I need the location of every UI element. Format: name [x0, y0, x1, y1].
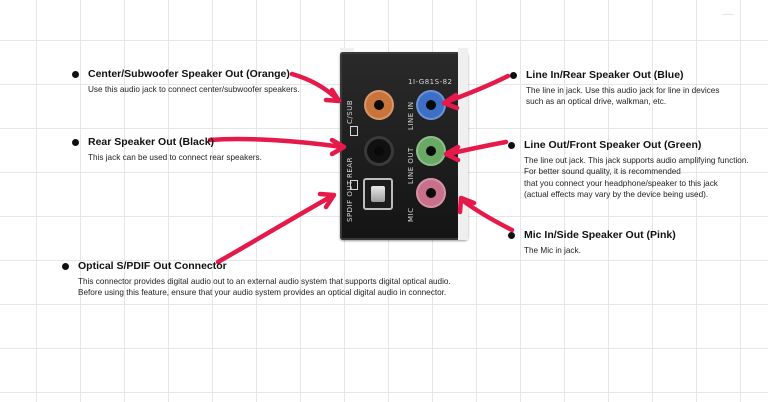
jack-green-line-out[interactable] [416, 136, 446, 166]
panel-model-label: 1I-G81S-82 [408, 78, 453, 86]
bullet-icon [72, 138, 79, 146]
callout-mic: Mic In/Side Speaker Out (Pink) The Mic i… [508, 229, 676, 256]
desc-line: that you connect your headphone/speaker … [524, 178, 718, 188]
arrow-lineout-head [443, 144, 461, 163]
desc-line: Use this audio jack to connect center/su… [88, 85, 300, 94]
callout-desc: The line out jack. This jack supports au… [508, 155, 749, 200]
jack-blue-line-in[interactable] [416, 90, 446, 120]
desc-line: This connector provides digital audio ou… [78, 277, 451, 286]
arrow-lineout [445, 139, 509, 157]
callout-line-in: Line In/Rear Speaker Out (Blue) The line… [510, 69, 719, 108]
bullet-icon [508, 231, 515, 239]
bullet-icon [72, 70, 79, 78]
bullet-icon [508, 141, 515, 149]
speaker-icon [350, 126, 358, 136]
callout-desc: Use this audio jack to connect center/su… [72, 84, 300, 95]
desc-line: For better sound quality, it is recommen… [524, 167, 681, 177]
callout-desc: The Mic in jack. [508, 245, 676, 256]
panel-tab [340, 48, 354, 52]
desc-line: The Mic in jack. [524, 246, 581, 255]
desc-line: This jack can be used to connect rear sp… [88, 153, 262, 162]
bullet-icon [510, 71, 517, 79]
arrow-linein-head [441, 92, 460, 111]
optical-spdif-port[interactable] [363, 178, 393, 210]
callout-center-subwoofer: Center/Subwoofer Speaker Out (Orange) Us… [72, 68, 300, 95]
jack-orange-center-subwoofer[interactable] [364, 90, 394, 120]
callout-title: Center/Subwoofer Speaker Out (Orange) [88, 68, 290, 80]
callout-title: Line In/Rear Speaker Out (Blue) [526, 69, 684, 81]
callout-rear: Rear Speaker Out (Black) This jack can b… [72, 136, 262, 163]
desc-line: The line out jack. This jack supports au… [524, 156, 749, 165]
desc-line: (actual effects may vary by the device b… [524, 189, 709, 199]
bullet-icon [62, 262, 69, 270]
callout-desc: This connector provides digital audio ou… [62, 276, 451, 299]
audio-io-panel: 1I-G81S-82 C/SUB REAR SPDIF OUT LINE IN … [340, 48, 468, 240]
callout-title: Line Out/Front Speaker Out (Green) [524, 139, 702, 151]
corner-mark: —— [722, 12, 734, 18]
arrow-optical-head [317, 191, 337, 210]
callout-line-out: Line Out/Front Speaker Out (Green) The l… [508, 139, 749, 200]
callout-title: Optical S/PDIF Out Connector [78, 260, 227, 272]
speaker-icon [350, 180, 358, 190]
arrow-mic-head [457, 195, 477, 215]
arrow-center-head [323, 87, 342, 104]
arrow-optical [215, 193, 335, 265]
arrow-rear [207, 136, 345, 150]
panel-bracket [458, 48, 468, 240]
callout-optical: Optical S/PDIF Out Connector This connec… [62, 260, 451, 299]
callout-title: Rear Speaker Out (Black) [88, 136, 215, 148]
callout-desc: The line in jack. Use this audio jack fo… [510, 85, 719, 108]
desc-line: such as an optical drive, walkman, etc. [526, 97, 667, 107]
arrow-rear-head [329, 137, 347, 157]
jack-pink-mic[interactable] [416, 178, 446, 208]
callout-title: Mic In/Side Speaker Out (Pink) [524, 229, 676, 241]
desc-line: Before using this feature, ensure that y… [78, 288, 447, 298]
jack-black-rear[interactable] [364, 136, 394, 166]
callout-desc: This jack can be used to connect rear sp… [72, 152, 262, 163]
arrow-mic [459, 197, 515, 233]
desc-line: The line in jack. Use this audio jack fo… [526, 86, 720, 95]
